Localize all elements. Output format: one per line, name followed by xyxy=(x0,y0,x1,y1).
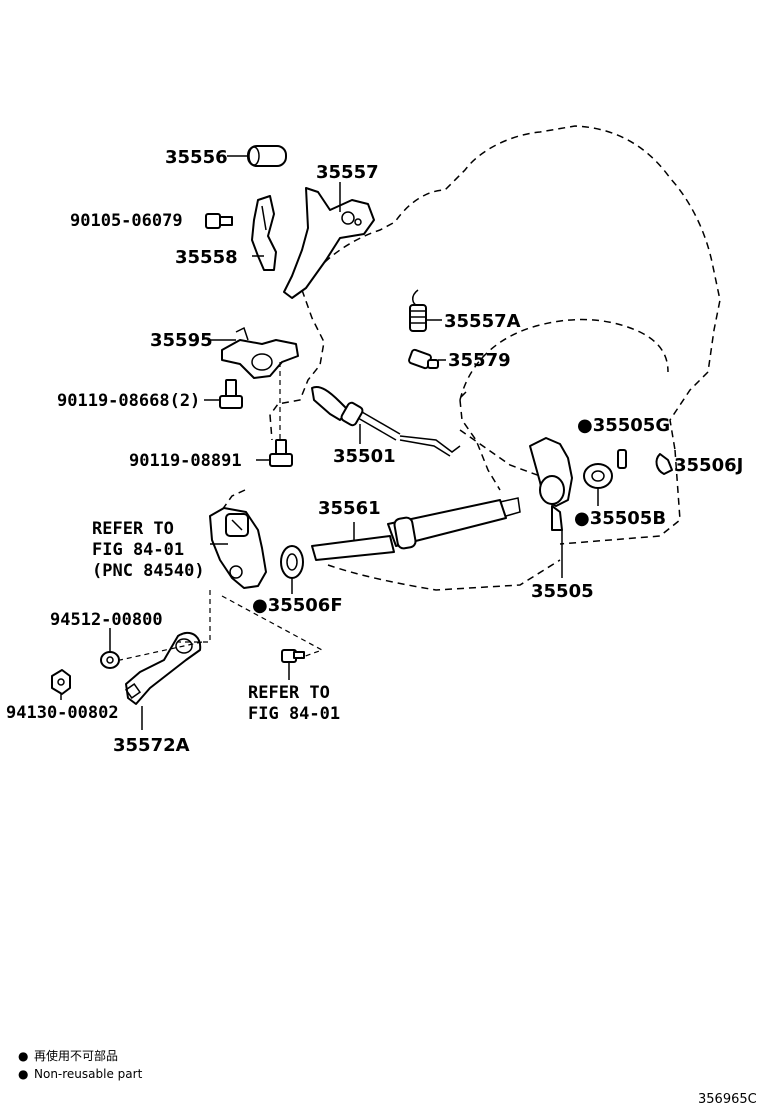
part-35505-plate xyxy=(529,437,573,531)
part-35595-bracket xyxy=(221,326,299,379)
label-35505B: ●35505B xyxy=(574,508,666,529)
part-35579-plug xyxy=(408,348,439,370)
part-35501-cable xyxy=(311,386,461,457)
refer-upper-line3: (PNC 84540) xyxy=(92,561,205,581)
part-90105-06079-bolt xyxy=(205,213,233,229)
label-35572A: 35572A xyxy=(113,735,190,756)
part-35561-shaft xyxy=(311,497,521,561)
part-35557A-spring xyxy=(409,289,427,332)
part-35505B-collar xyxy=(583,463,613,489)
part-94130-00802-nut xyxy=(51,669,71,695)
legend-text-en: Non-reusable part xyxy=(34,1067,143,1081)
label-35557A: 35557A xyxy=(444,311,521,332)
part-refer-lower-bolt xyxy=(281,649,305,663)
part-35556-pin xyxy=(247,145,287,167)
refer-lower-line1: REFER TO xyxy=(248,683,330,703)
part-35572A-lever xyxy=(124,631,202,705)
label-35561: 35561 xyxy=(318,498,381,519)
part-35558-bracket xyxy=(251,195,277,271)
legend-text-jp: 再使用不可部品 xyxy=(34,1048,118,1063)
legend: ● 再使用不可部品 ● Non-reusable part xyxy=(18,1048,143,1081)
label-90105-06079: 90105-06079 xyxy=(70,211,183,231)
figure-code: 356965C xyxy=(698,1092,757,1107)
label-94130-00802: 94130-00802 xyxy=(6,703,119,723)
part-35506J-clip xyxy=(655,453,673,475)
label-35557: 35557 xyxy=(316,162,379,183)
part-35505G-pin xyxy=(617,449,627,469)
label-35579: 35579 xyxy=(448,350,511,371)
dashed-connectors xyxy=(119,590,324,661)
part-labels: 35556 35557 90105-06079 35558 35557A 355… xyxy=(6,147,743,756)
legend-bullet-jp: ● xyxy=(18,1049,28,1063)
refer-upper-line2: FIG 84-01 xyxy=(92,540,184,560)
part-35506F-seal xyxy=(280,545,304,579)
transmission-housing-outline xyxy=(221,125,721,591)
legend-bullet-en: ● xyxy=(18,1067,28,1081)
label-94512-00800: 94512-00800 xyxy=(50,610,163,630)
label-35558: 35558 xyxy=(175,247,238,268)
label-35506J: 35506J xyxy=(674,455,743,476)
label-90119-08891: 90119-08891 xyxy=(129,451,242,471)
refer-note-upper: REFER TO FIG 84-01 (PNC 84540) xyxy=(92,519,205,581)
label-35556: 35556 xyxy=(165,147,228,168)
refer-note-lower: REFER TO FIG 84-01 xyxy=(248,683,340,724)
label-35505: 35505 xyxy=(531,581,594,602)
label-35505G: ●35505G xyxy=(577,415,670,436)
neutral-start-switch xyxy=(209,507,267,589)
label-35501: 35501 xyxy=(333,446,396,467)
label-35506F: ●35506F xyxy=(252,595,343,616)
refer-upper-line1: REFER TO xyxy=(92,519,174,539)
refer-lower-line2: FIG 84-01 xyxy=(248,704,340,724)
label-35595: 35595 xyxy=(150,330,213,351)
part-94512-00800-washer xyxy=(100,651,120,669)
label-90119-08668: 90119-08668(2) xyxy=(57,391,200,411)
part-35557-lever xyxy=(283,187,375,299)
part-90119-08668-bolt xyxy=(219,379,243,409)
part-90119-08891-bolt xyxy=(269,439,293,467)
